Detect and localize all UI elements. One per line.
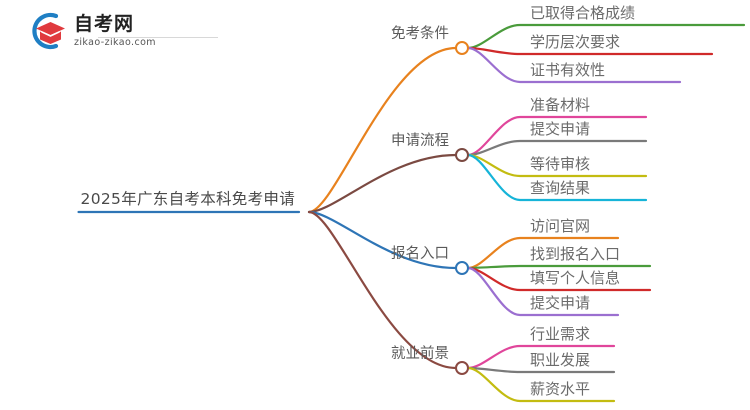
root-node-label[interactable]: 2025年广东自考本科免考申请 bbox=[80, 190, 295, 208]
leaf-edge-2-2 bbox=[466, 139, 648, 157]
branch-node-label-1[interactable]: 免考条件 bbox=[391, 26, 449, 42]
branch-node-label-4[interactable]: 就业前景 bbox=[391, 346, 449, 362]
leaf-node-label-2-3[interactable]: 等待审核 bbox=[530, 155, 591, 173]
branch-edge-2 bbox=[307, 153, 458, 214]
branch-node-2[interactable] bbox=[454, 147, 469, 162]
branch-node-label-3[interactable]: 报名入口 bbox=[391, 246, 449, 262]
site-logo[interactable]: 自考网 zikao-zikao.com bbox=[26, 8, 218, 54]
branch-node-1[interactable] bbox=[454, 40, 469, 55]
leaf-edge-3-2 bbox=[466, 264, 652, 270]
leaf-node-label-3-1[interactable]: 访问官网 bbox=[530, 217, 591, 235]
leaf-node-label-1-1[interactable]: 已取得合格成绩 bbox=[530, 4, 636, 22]
branch-node-3[interactable] bbox=[454, 260, 469, 275]
branch-edge-4 bbox=[307, 210, 458, 370]
logo-divider bbox=[98, 37, 218, 38]
leaf-node-label-3-2[interactable]: 找到报名入口 bbox=[530, 245, 621, 263]
graduation-cap-logo-icon bbox=[26, 9, 70, 53]
branch-node-4[interactable] bbox=[454, 360, 469, 375]
leaf-node-label-4-1[interactable]: 行业需求 bbox=[530, 325, 591, 343]
leaf-node-label-2-1[interactable]: 准备材料 bbox=[530, 96, 591, 114]
branch-node-label-2[interactable]: 申请流程 bbox=[391, 133, 449, 149]
leaf-node-label-3-3[interactable]: 填写个人信息 bbox=[530, 269, 621, 287]
branch-edge-1 bbox=[307, 46, 458, 214]
leaf-node-label-2-4[interactable]: 查询结果 bbox=[530, 179, 591, 197]
leaf-node-label-4-2[interactable]: 职业发展 bbox=[530, 351, 591, 369]
logo-title: 自考网 bbox=[74, 12, 135, 35]
leaf-node-label-1-3[interactable]: 证书有效性 bbox=[530, 61, 606, 79]
leaf-node-label-2-2[interactable]: 提交申请 bbox=[530, 120, 591, 138]
leaf-node-label-4-3[interactable]: 薪资水平 bbox=[530, 380, 591, 398]
leaf-node-label-1-2[interactable]: 学历层次要求 bbox=[530, 33, 621, 51]
logo-domain: zikao-zikao.com bbox=[74, 36, 156, 48]
leaf-node-label-3-4[interactable]: 提交申请 bbox=[530, 294, 591, 312]
